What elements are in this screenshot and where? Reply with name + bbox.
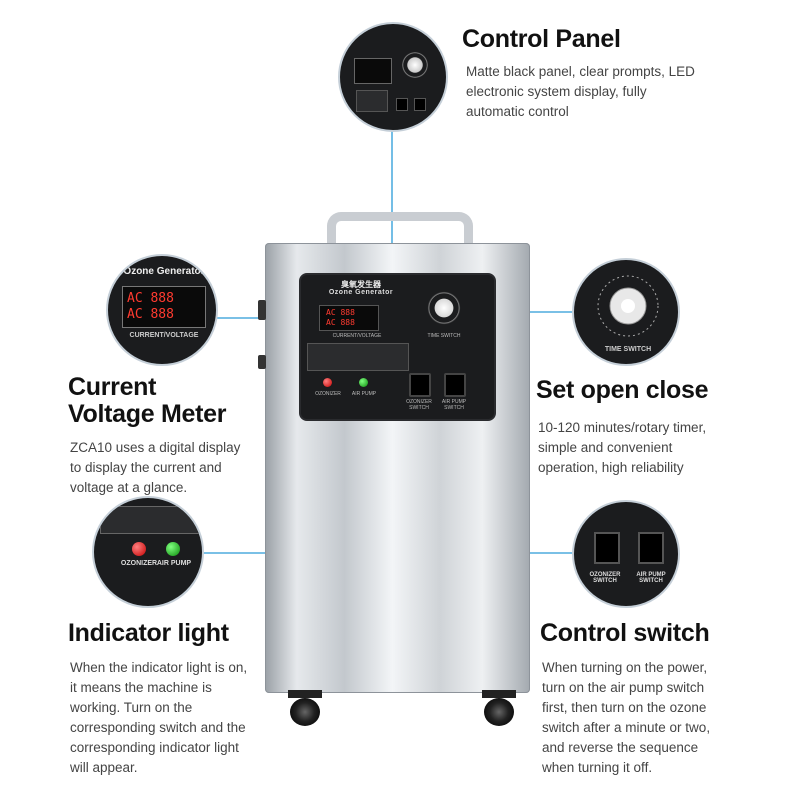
zoom-ozonizer-label: OZONIZER [120,560,158,567]
control-panel-description: Matte black panel, clear prompts, LED el… [466,64,695,119]
zoom-panel-meter [354,58,392,84]
ozonizer-indicator-light [323,378,332,387]
panel-title-cn: 臭氧发生器 [341,280,381,289]
control-panel: 臭氧发生器 Ozone Generator AC 888 AC 888 CURR… [301,275,494,419]
zoom-panel-switch-1 [396,98,408,111]
ozonizer-switch-label: OZONIZER SWITCH [406,399,432,411]
zoom-panel-warning [356,90,388,112]
meter-readout: AC 888 AC 888 [326,308,355,327]
zoom-air-pump-label: AIR PUMP [156,560,192,567]
zoom-meter-digits: AC 888 AC 888 [127,291,174,322]
side-connector-2 [258,355,266,369]
meter-heading: Current Voltage Meter [68,373,227,428]
zoom-control-panel [338,22,448,132]
zoom-meter-caption: CURRENT/VOLTAGE [129,332,199,339]
wheel-mount-left [288,690,322,698]
time-switch-label: TIME SWITCH [427,333,461,339]
zoom-panel-switch-2 [414,98,426,111]
control-switch-description: When turning on the power, turn on the a… [542,660,711,775]
air-pump-indicator-light [359,378,368,387]
zoom-air-pump-switch-label: AIR PUMP SWITCH [636,572,666,584]
air-pump-switch-label: AIR PUMP SWITCH [441,399,467,411]
panel-title-en: Ozone Generator [328,289,394,296]
air-pump-lamp-label: AIR PUMP [351,391,377,397]
timer-knob[interactable] [427,291,461,325]
set-open-close-description: 10-120 minutes/rotary timer, simple and … [538,420,707,475]
zoom-meter-title: Ozone Generator [123,266,205,277]
zoom-air-pump-switch [638,532,664,564]
current-voltage-meter: AC 888 AC 888 [319,305,379,331]
zoom-control-switch: OZONIZER SWITCH AIR PUMP SWITCH [572,500,680,608]
meter-description: ZCA10 uses a digital display to display … [70,440,241,495]
zoom-timer: TIME SWITCH [572,258,680,366]
ozonizer-lamp-label: OZONIZER [315,391,341,397]
caster-wheel-left [290,698,320,726]
set-open-close-heading: Set open close [536,376,709,404]
zoom-green-lamp [166,542,180,556]
zoom-ozonizer-switch-label: OZONIZER SWITCH [589,572,621,584]
wheel-mount-right [482,690,516,698]
control-switch-heading: Control switch [540,619,710,647]
ozonizer-rocker-switch[interactable] [409,373,431,397]
zoom-red-lamp [132,542,146,556]
caster-wheel-right [484,698,514,726]
zoom-timer-caption: TIME SWITCH [604,346,652,353]
control-panel-heading: Control Panel [462,25,621,53]
warning-label [307,343,409,371]
indicator-light-heading: Indicator light [68,619,229,647]
machine-handle [327,212,473,260]
air-pump-rocker-switch[interactable] [444,373,466,397]
indicator-light-description: When the indicator light is on, it means… [70,660,248,775]
zoom-timer-dial [597,275,659,337]
zoom-meter-display: AC 888 AC 888 [122,286,206,328]
zoom-indicator-warning [100,506,202,534]
meter-caption: CURRENT/VOLTAGE [332,333,382,339]
side-connector [258,300,266,320]
zoom-ozonizer-switch [594,532,620,564]
zoom-panel-knob [402,52,428,78]
zoom-current-voltage-meter: Ozone Generator AC 888 AC 888 CURRENT/VO… [106,254,218,366]
zoom-indicator-light: OZONIZER AIR PUMP [92,496,204,608]
